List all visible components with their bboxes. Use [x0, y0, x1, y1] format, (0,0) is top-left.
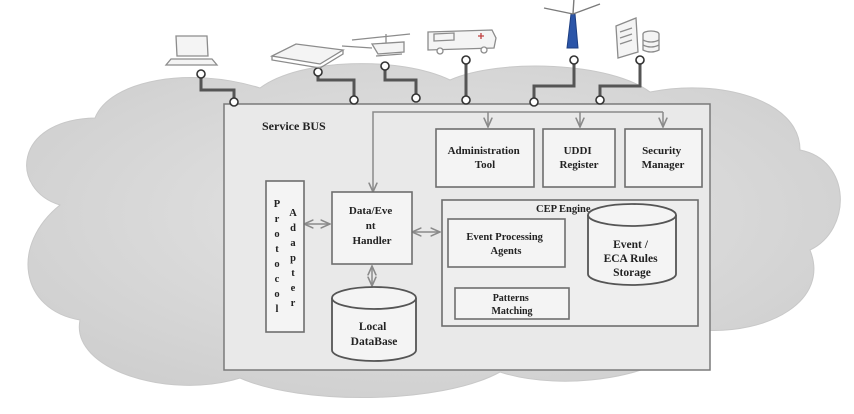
svg-text:Event / ECA Rules Stor: Event / ECA Rules Storage	[604, 239, 661, 279]
data-event-handler-label-1: Data/Eve	[349, 205, 393, 217]
protocol-adapter-box	[265, 180, 305, 333]
protocol-adapter-letter: P	[274, 199, 281, 210]
protocol-adapter-letter: r	[275, 214, 280, 225]
protocol-adapter-letter: A	[289, 208, 297, 219]
event-rules-storage-label-3: Storage	[613, 267, 651, 279]
protocol-adapter-letter: a	[290, 238, 296, 249]
local-database-label-2: DataBase	[351, 336, 398, 348]
administration-tool-label-1: Administration	[448, 145, 520, 157]
data-event-handler-label-3: Handler	[352, 235, 391, 247]
protocol-adapter-letter: o	[274, 259, 279, 270]
svg-text:UDDI Register: UDDI Register	[559, 145, 598, 171]
patterns-matching-box	[454, 287, 570, 320]
wind-turbine-icon	[543, 0, 601, 49]
event-rules-storage-label-1: Event /	[613, 239, 649, 251]
security-manager-label-2: Manager	[642, 159, 685, 171]
ambulance-icon	[427, 29, 497, 55]
connector-nodes	[196, 55, 645, 107]
svg-text:Administration Tool: Administration Tool	[448, 145, 523, 171]
laptop-icon	[164, 35, 219, 66]
local-database-label-1: Local	[359, 321, 386, 333]
data-event-handler-label-2: nt	[366, 220, 376, 232]
data-event-handler-box	[331, 191, 413, 265]
security-manager-box	[624, 128, 703, 188]
event-rules-storage-cylinder	[587, 203, 677, 286]
uddi-register-label-2: Register	[559, 159, 598, 171]
svg-text:Event Processing Agents: Event Processing Agents	[466, 232, 545, 257]
patterns-matching-label-2: Matching	[491, 306, 532, 317]
protocol-adapter-letter: e	[291, 283, 296, 294]
server-database-icon	[615, 17, 660, 59]
helicopter-icon	[341, 33, 411, 57]
svg-text:Data/Eve nt Handler: Data/Eve nt Handler	[349, 205, 395, 247]
administration-tool-box	[435, 128, 535, 188]
protocol-adapter-letter: l	[276, 304, 279, 315]
protocol-adapter-letter: t	[275, 244, 279, 255]
uddi-register-label-1: UDDI	[564, 145, 592, 157]
protocol-adapter-letter: o	[274, 229, 279, 240]
uddi-register-box	[542, 128, 616, 188]
event-rules-storage-label-2: ECA Rules	[604, 253, 659, 265]
svg-text:Local DataBase: Local DataBase	[351, 321, 398, 348]
protocol-adapter-letter: r	[291, 298, 296, 309]
event-processing-agents-box	[447, 218, 566, 268]
protocol-adapter-letter: d	[290, 223, 296, 234]
event-processing-agents-label-2: Agents	[491, 246, 522, 257]
device-connections	[199, 60, 642, 102]
administration-tool-label-2: Tool	[475, 159, 495, 171]
local-database-cylinder	[331, 286, 417, 362]
protocol-adapter-letter: c	[275, 274, 280, 285]
svg-text:Security Manager: Security Manager	[642, 145, 685, 171]
svg-text:Patterns Matching: Patterns Matching	[491, 293, 532, 317]
tablet-icon	[269, 43, 345, 69]
cep-engine-title: CEP Engine	[536, 204, 591, 215]
patterns-matching-label-1: Patterns	[493, 293, 529, 304]
protocol-adapter-letter: o	[274, 289, 279, 300]
event-processing-agents-label-1: Event Processing	[466, 232, 543, 243]
security-manager-label-1: Security	[642, 145, 682, 157]
protocol-adapter-letter: t	[291, 268, 295, 279]
protocol-adapter-letter: p	[290, 253, 296, 264]
service-bus-title: Service BUS	[262, 119, 326, 133]
